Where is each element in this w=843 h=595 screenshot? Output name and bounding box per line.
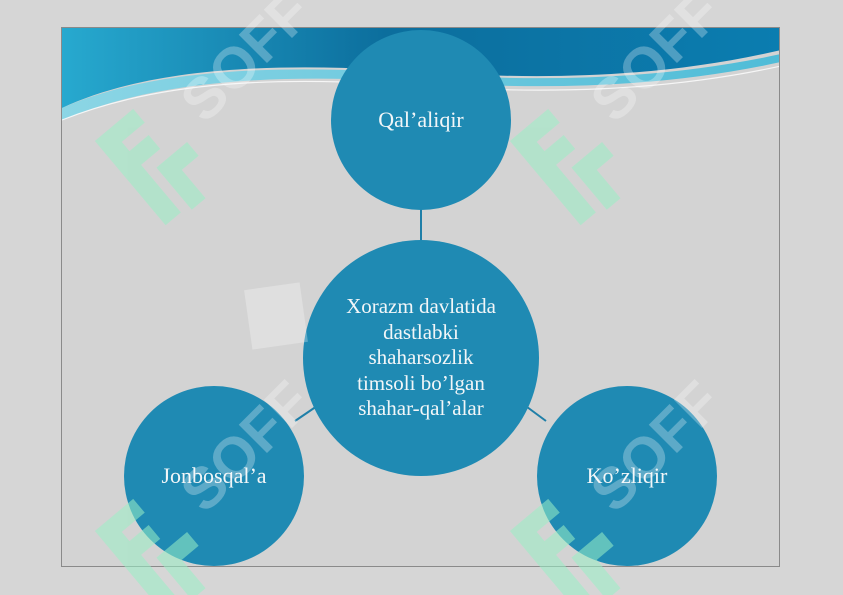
top-node-label: Qal’aliqir [378, 107, 464, 132]
left-node-label: Jonbosqal’a [161, 463, 267, 488]
center-node-label: Xorazm davlatida dastlabki shaharsozlik … [346, 294, 496, 421]
slide: Qal’aliqir Xorazm davlatida dastlabki sh… [61, 27, 780, 567]
center-node: Xorazm davlatida dastlabki shaharsozlik … [338, 240, 504, 476]
top-node: Qal’aliqir [331, 30, 511, 210]
right-node: Ko’zliqir [537, 386, 717, 566]
center-node-circle [303, 240, 539, 476]
top-node-circle [331, 30, 511, 210]
left-node: Jonbosqal’a [124, 386, 304, 566]
right-node-label: Ko’zliqir [586, 463, 668, 488]
